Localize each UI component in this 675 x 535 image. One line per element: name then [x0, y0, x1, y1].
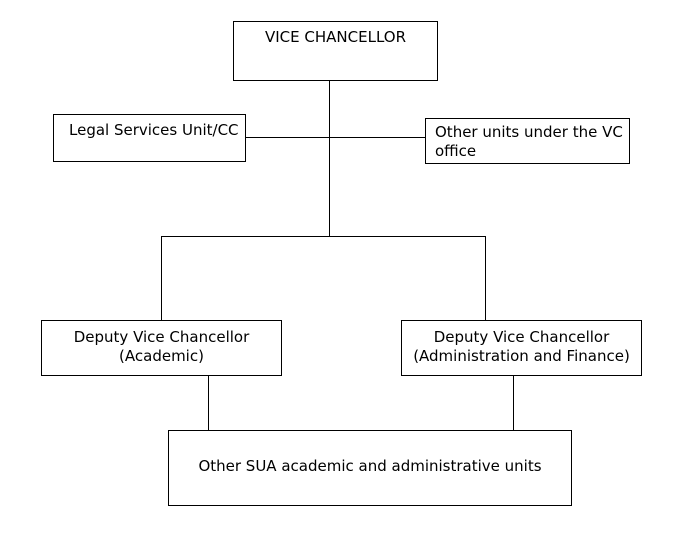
connector-dvc-academic-to-units — [208, 375, 209, 431]
other-sua-units-box: Other SUA academic and administrative un… — [168, 430, 572, 506]
dvc-academic-line1: Deputy Vice Chancellor — [73, 328, 250, 346]
legal-services-label: Legal Services Unit/CC — [69, 121, 239, 139]
connector-to-dvc-academic — [161, 236, 162, 321]
dvc-admin-finance-box: Deputy Vice Chancellor (Administration a… — [401, 320, 642, 376]
dvc-academic-box: Deputy Vice Chancellor (Academic) — [41, 320, 282, 376]
other-units-vc-line2: office — [435, 142, 477, 160]
dvc-academic-line2: (Academic) — [119, 347, 204, 365]
vice-chancellor-box: VICE CHANCELLOR — [233, 21, 438, 81]
connector-dvc-branch — [161, 236, 486, 237]
connector-to-dvc-admin — [485, 236, 486, 321]
legal-services-box: Legal Services Unit/CC — [53, 114, 246, 162]
vice-chancellor-label: VICE CHANCELLOR — [265, 28, 406, 46]
other-units-vc-box: Other units under the VC office — [425, 118, 630, 164]
other-units-vc-line1: Other units under the VC — [435, 123, 623, 141]
connector-legal-to-trunk — [245, 137, 329, 138]
connector-vc-trunk — [329, 80, 330, 237]
connector-trunk-to-other-units — [329, 137, 426, 138]
other-sua-units-label: Other SUA academic and administrative un… — [198, 457, 542, 475]
dvc-admin-finance-line2: (Administration and Finance) — [413, 347, 630, 365]
dvc-admin-finance-line1: Deputy Vice Chancellor — [433, 328, 610, 346]
connector-dvc-admin-to-units — [513, 375, 514, 431]
